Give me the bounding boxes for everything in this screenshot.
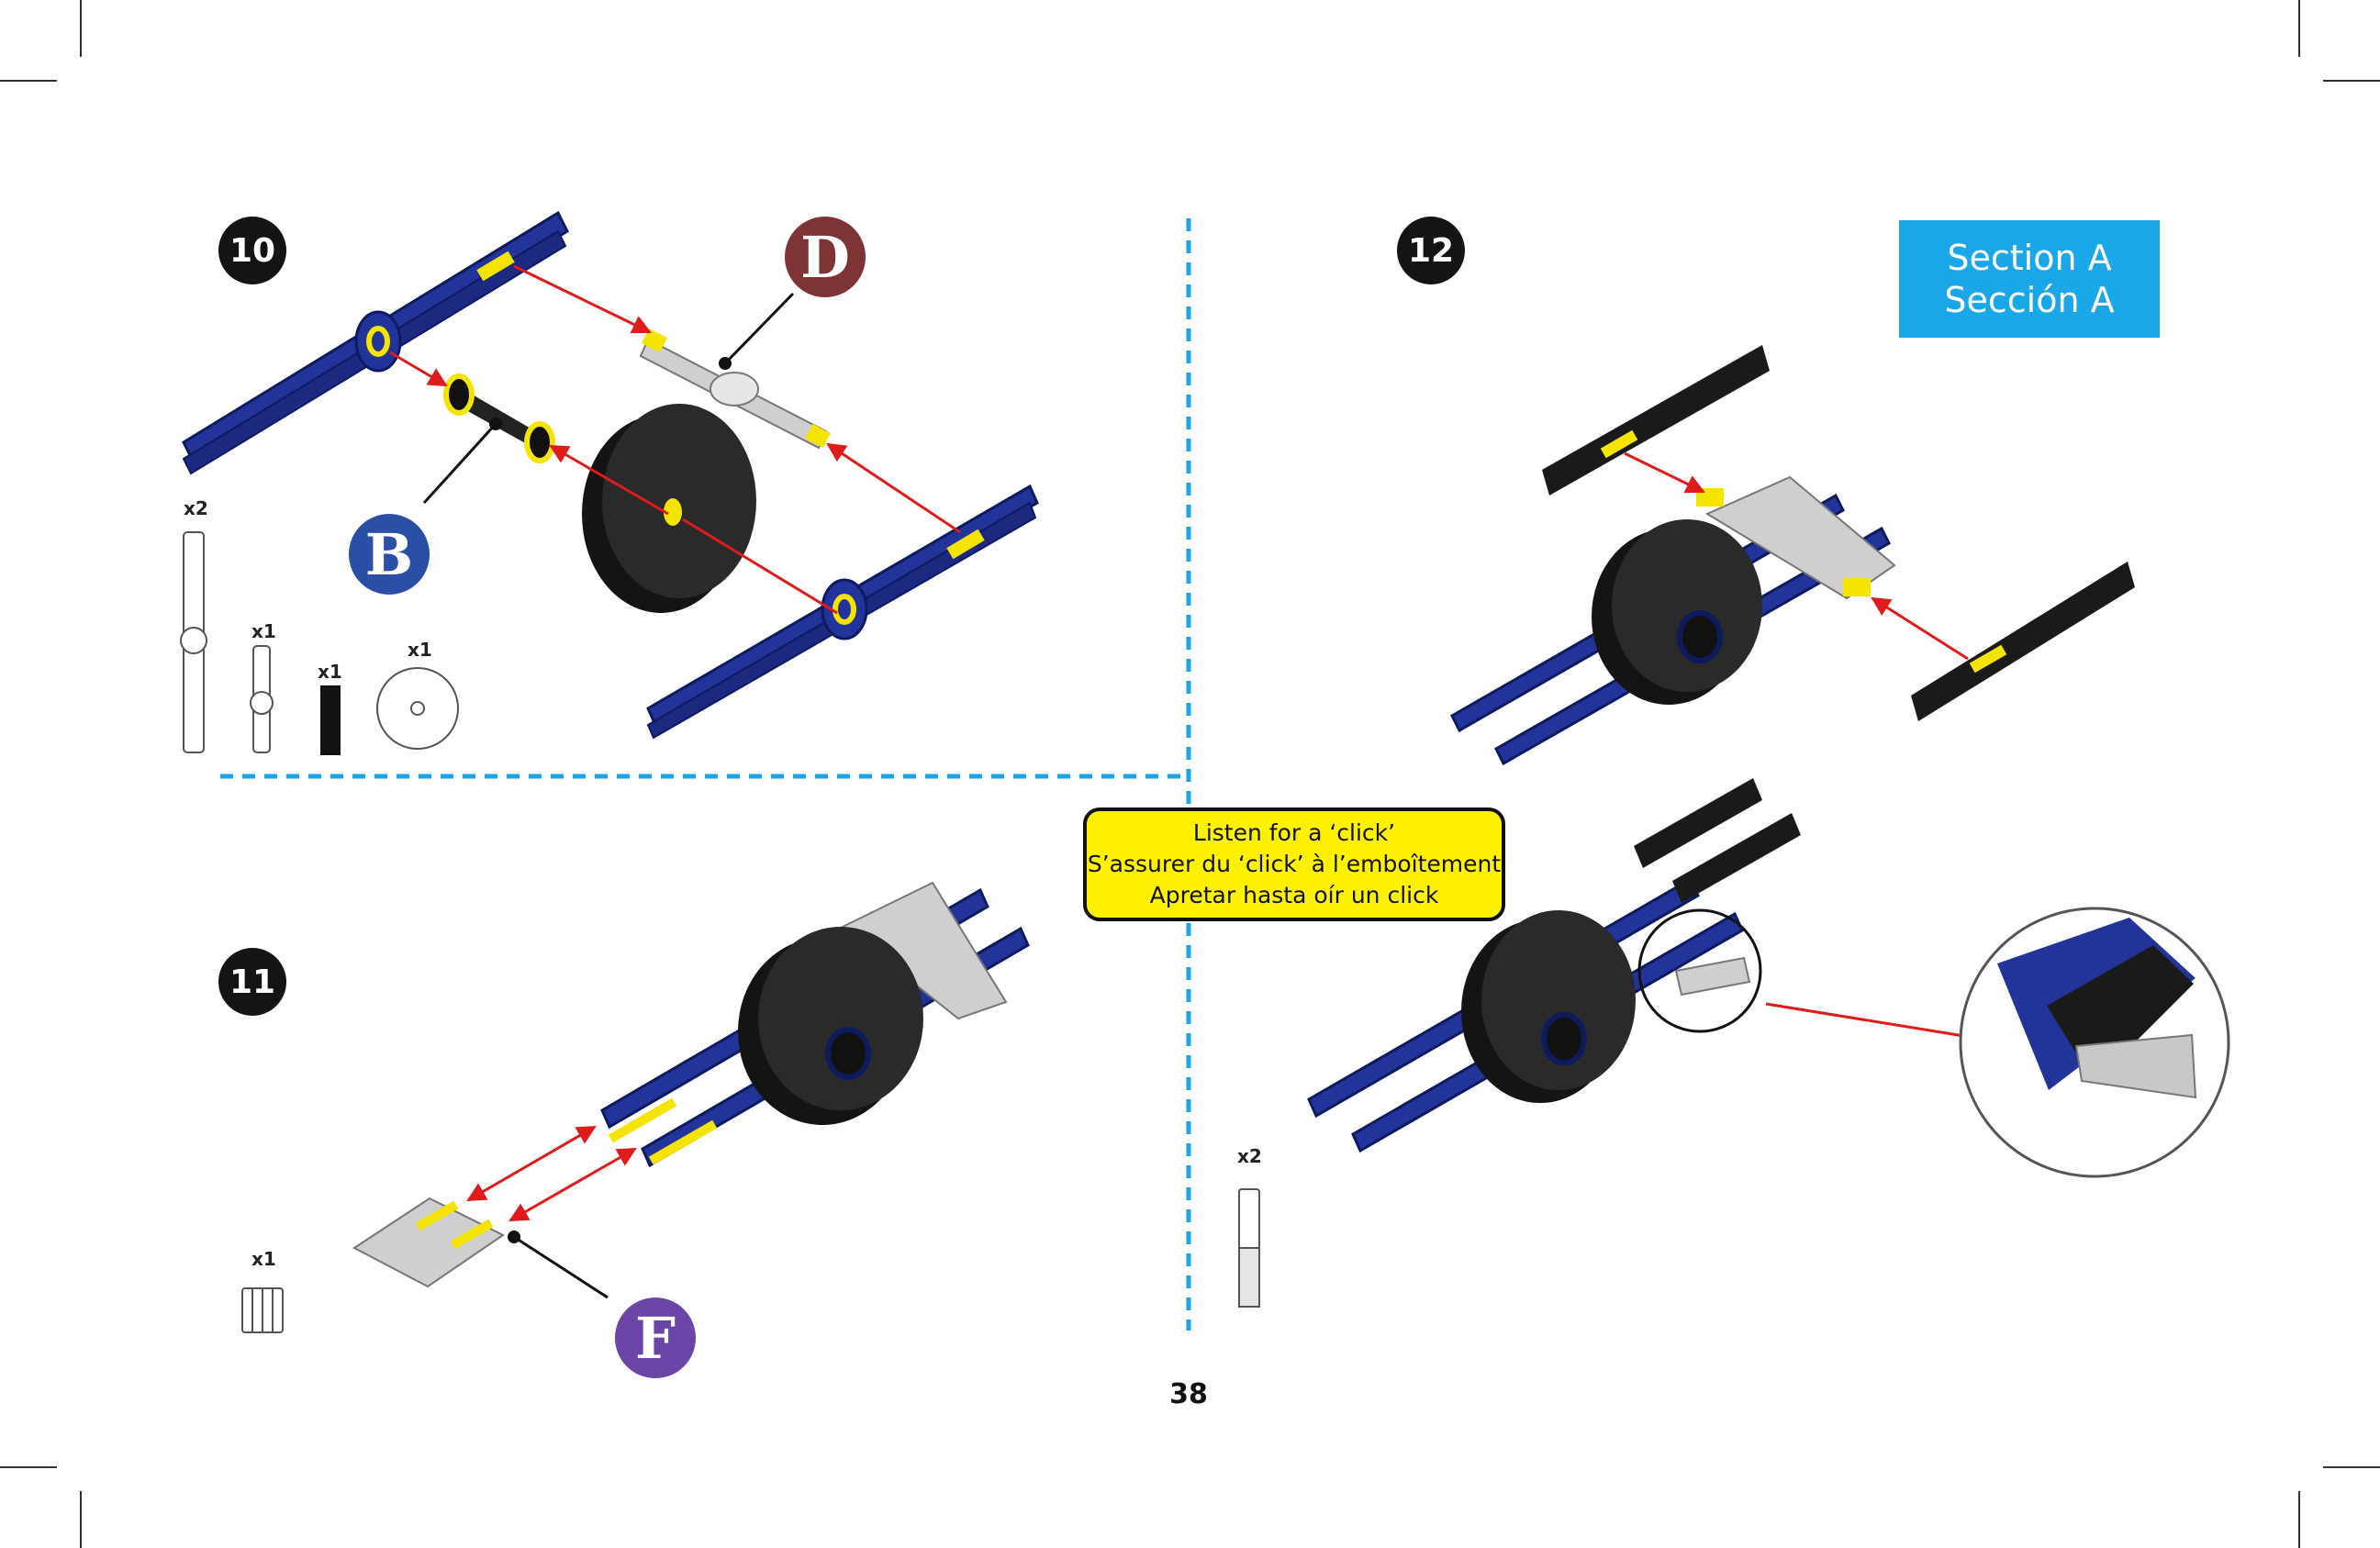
- step-10-leaders: [422, 292, 795, 505]
- black-connector-bottom: [1911, 562, 2135, 721]
- long-rod-right: [646, 484, 1039, 740]
- step-10-arrows: [389, 264, 961, 615]
- wheel: [582, 404, 756, 613]
- zoom-connector-line: [1765, 1002, 1982, 1041]
- step-12-number: 12: [1397, 217, 1465, 284]
- step-12-parts-inventory: [1238, 1188, 1260, 1308]
- step-11-number: 11: [218, 948, 286, 1016]
- section-label-en: Section A: [1947, 238, 2112, 278]
- section-label: Section A Sección A: [1899, 220, 2160, 338]
- step-11-arrows: [466, 1125, 637, 1222]
- qty-long-rod: x2: [184, 497, 208, 519]
- qty-axle: x1: [318, 661, 342, 683]
- black-connector-top: [1542, 345, 1770, 496]
- rod-assembly: [600, 881, 1030, 1168]
- click-notice-es: Apretar hasta oír un click: [1149, 882, 1439, 908]
- page-number: 38: [1169, 1378, 1208, 1410]
- assembly-top: [1450, 475, 1896, 766]
- zoom-marker: [1637, 908, 1762, 1033]
- click-notice-en: Listen for a ‘click’: [1192, 819, 1396, 846]
- part-b-label: B: [349, 514, 430, 595]
- short-rod-grey: [639, 328, 831, 450]
- click-notice: Listen for a ‘click’ S’assurer du ‘click…: [1083, 807, 1505, 921]
- zoom-detail: [1959, 907, 2230, 1178]
- part-f-label: F: [615, 1297, 696, 1378]
- assembly-bottom: [1307, 778, 1801, 1153]
- step-10-number: 10: [218, 217, 286, 284]
- click-notice-fr: S’assurer du ‘click’ à l’emboîtement: [1087, 851, 1502, 877]
- grey-connector: [352, 1197, 505, 1288]
- step-12-illustration: [1238, 345, 2230, 1308]
- step-12-arrows: [1624, 451, 1969, 661]
- qty-connector-step11: x1: [251, 1248, 276, 1270]
- step-10-illustration: [180, 210, 1039, 755]
- long-rod-left: [182, 210, 569, 475]
- axle-tube: [443, 373, 555, 463]
- qty-short-rod: x1: [251, 620, 276, 642]
- step-10-parts-inventory: [180, 531, 459, 755]
- qty-wheel: x1: [408, 639, 432, 661]
- section-label-es: Sección A: [1944, 280, 2115, 320]
- panel-dividers: [220, 218, 1191, 1331]
- step-11-illustration: [241, 881, 1030, 1333]
- f-leader-line: [513, 1235, 609, 1299]
- qty-connector-step12: x2: [1237, 1145, 1262, 1167]
- part-d-label: D: [785, 217, 866, 297]
- step-11-parts-inventory: [241, 1287, 284, 1333]
